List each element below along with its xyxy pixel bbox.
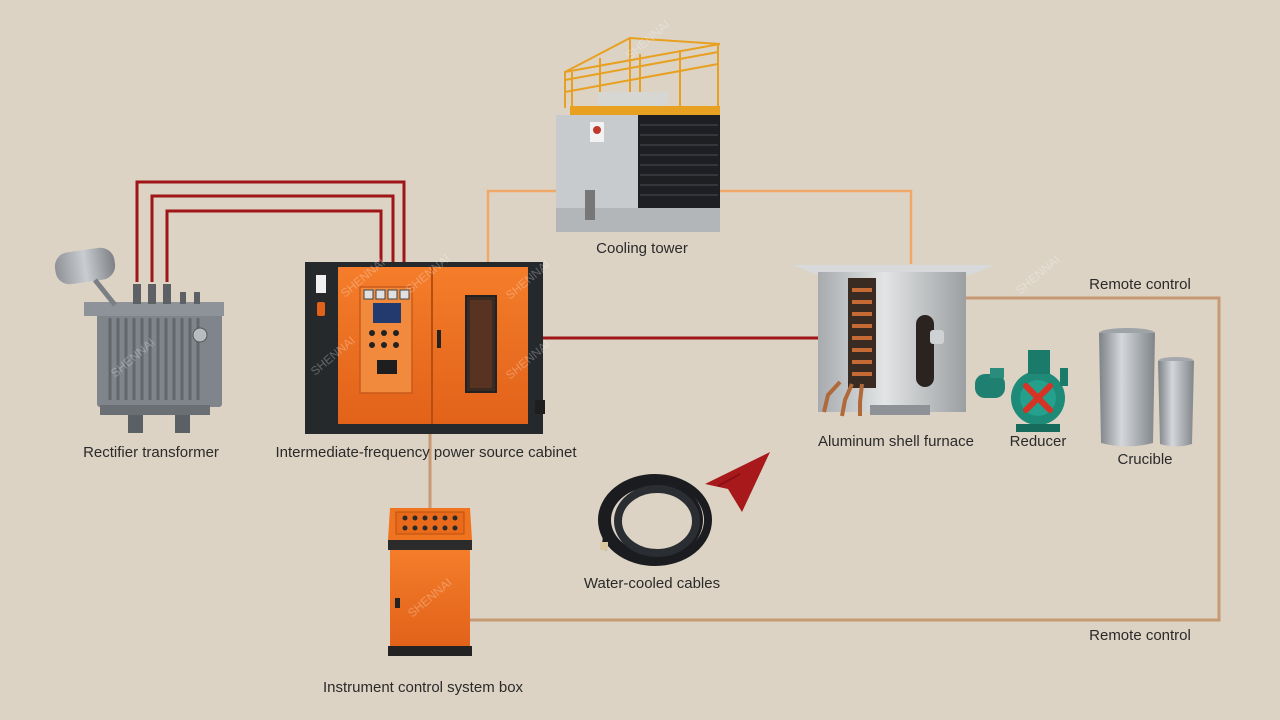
label-remote-control-bottom: Remote control (1089, 627, 1191, 644)
coiled-cable-icon (598, 474, 712, 566)
label-rectifier-transformer: Rectifier transformer (83, 444, 219, 461)
label-power-cabinet: Intermediate-frequency power source cabi… (275, 444, 577, 461)
crucible-icon (1099, 328, 1194, 447)
label-furnace: Aluminum shell furnace (818, 433, 974, 450)
reducer-icon (975, 350, 1068, 432)
furnace-icon (793, 265, 995, 417)
transformer-icon (54, 247, 224, 433)
label-reducer: Reducer (1009, 433, 1067, 450)
power-lines (135, 180, 835, 340)
label-cooling-tower: Cooling tower (596, 240, 688, 257)
control-box-icon (388, 508, 472, 656)
label-water-cooled-cables: Water-cooled cables (583, 575, 721, 592)
water-lines (486, 189, 913, 264)
control-lines (428, 296, 1221, 622)
label-control-box: Instrument control system box (322, 679, 524, 696)
cooling-tower-icon (556, 36, 721, 232)
label-remote-control-top: Remote control (1089, 276, 1191, 293)
watermark-furnace: SHENNAI (1013, 252, 1063, 297)
power-cabinet-icon (305, 262, 545, 434)
direction-arrow-icon (705, 452, 770, 512)
label-crucible: Crucible (1117, 451, 1173, 468)
